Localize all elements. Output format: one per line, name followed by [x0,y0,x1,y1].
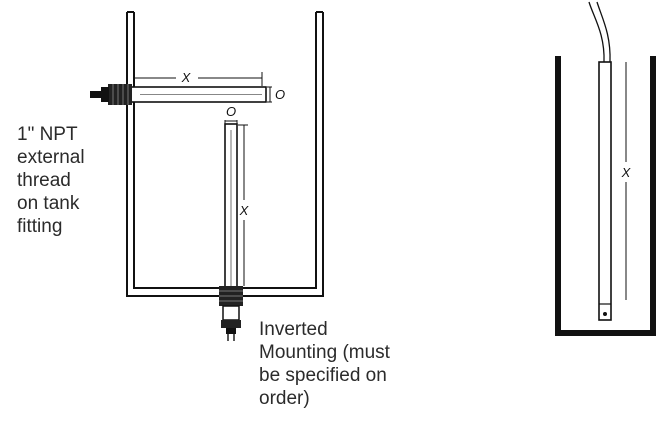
horizontal-x-label: X [181,70,192,85]
right-tank-wall [555,56,656,336]
inverted-mounting-line: Inverted [259,319,328,340]
npt-fitting-line: fitting [17,216,63,237]
cable-sensor [588,1,627,321]
npt-fitting-label: 1" NPT external thread on tank fitting [17,123,85,238]
inverted-mounting-line: be specified on [259,365,387,386]
side-tank-fitting [90,84,132,105]
inverted-o-label: O [226,104,236,119]
bottom-tank-fitting [219,286,243,341]
right-tank [555,56,656,336]
npt-fitting-line: on tank [17,193,80,214]
inverted-mounting-line: Mounting (must [259,342,390,363]
inverted-mounting-label: Inverted Mounting (must be specified on … [259,318,390,410]
npt-fitting-line: external [17,147,85,168]
npt-fitting-line: 1" NPT [17,124,78,145]
sensor-cable [588,1,605,63]
horizontal-x-dimension [134,72,263,86]
npt-fitting-line: thread [17,170,71,191]
inverted-sensor: O X [219,104,250,341]
cable-sensor-body [598,61,612,321]
horizontal-sensor: X O [90,70,285,105]
horizontal-o-label: O [275,87,285,102]
inverted-mounting-line: order) [259,388,310,409]
inverted-x-label: X [239,203,250,218]
inverted-x-dimension [238,124,248,286]
cable-sensor-x-label: X [621,165,632,180]
